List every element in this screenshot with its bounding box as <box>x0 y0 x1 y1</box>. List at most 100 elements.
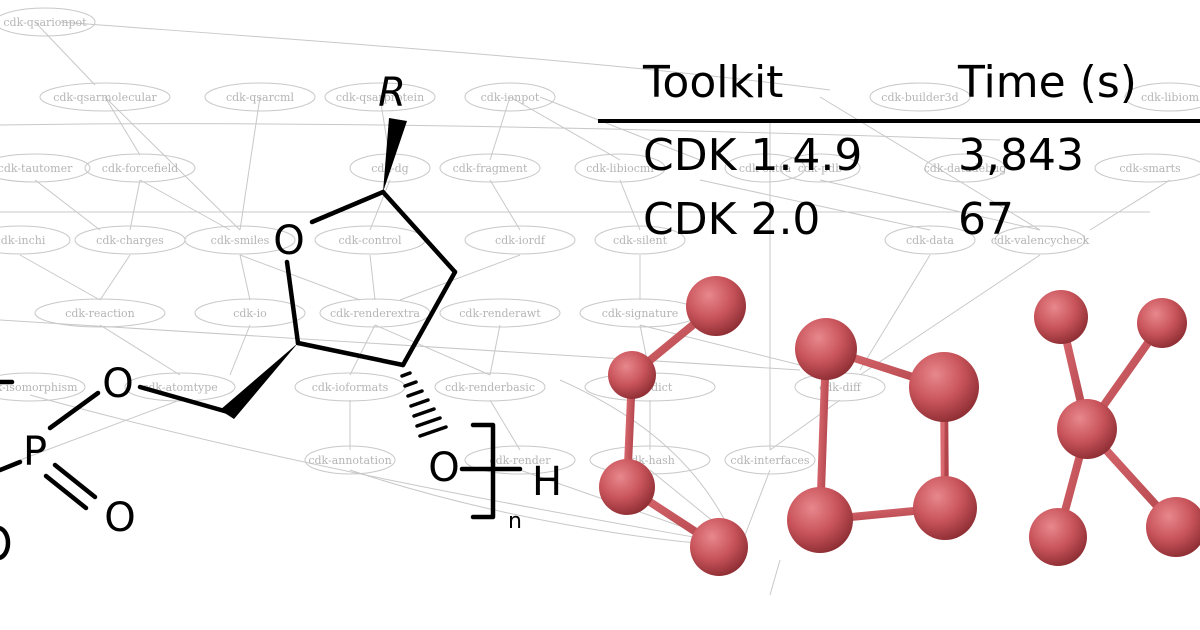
ball-and-stick-models <box>599 276 1200 576</box>
dependency-node-label: cdk-io <box>233 307 267 320</box>
dependency-node-outline <box>0 372 86 402</box>
dependency-node-outline <box>204 82 316 112</box>
atom-ball <box>795 318 857 380</box>
dependency-node-outline <box>39 82 171 112</box>
dependency-node-label: cdk-iordf <box>495 234 546 247</box>
dependency-node-outline <box>724 445 816 475</box>
atom-ball <box>1057 399 1117 459</box>
dependency-node-outline <box>994 225 1086 255</box>
atom-ball <box>608 351 656 399</box>
atom-ball <box>909 352 979 422</box>
dependency-node-outline <box>34 298 166 328</box>
dependency-node-label: cdk-qsarprotein <box>336 91 424 104</box>
dependency-node-outline <box>869 82 971 112</box>
hydrogen-label: H <box>532 459 562 505</box>
dependency-node-outline <box>194 298 306 328</box>
timing-table: Toolkit Time (s) CDK 1.4.9 3,843 CDK 2.0… <box>598 57 1200 245</box>
dependency-node-label: cdk-smarts <box>1119 162 1181 175</box>
phosphate-oxygen-label: O <box>104 495 135 541</box>
dependency-node-outline <box>779 153 861 183</box>
atom-ball <box>686 276 746 336</box>
atom-ball <box>1146 497 1200 557</box>
dependency-node-outline <box>464 82 556 112</box>
dependency-node-outline <box>924 153 1006 183</box>
partial-oxygen-glyph <box>0 525 11 561</box>
dependency-node-outline <box>434 372 546 402</box>
dependency-node-label: cdk-signature <box>602 307 679 320</box>
atom-ball <box>787 487 853 553</box>
dependency-node-label: cdk-inchi <box>0 234 46 247</box>
dependency-node-label: cdk-smiles <box>211 234 270 247</box>
dependency-node-label: cdk-renderbasic <box>445 381 535 394</box>
table-header-time: Time (s) <box>957 57 1137 108</box>
dependency-node-label: cdk-charges <box>96 234 164 247</box>
dependency-node-label: cdk-extra <box>739 162 792 175</box>
dependency-node-label: cdk-interfaces <box>730 454 809 467</box>
dependency-node-outline <box>464 225 576 255</box>
atom-ball <box>913 476 977 540</box>
dependency-node-label: cdk-libiocml <box>586 162 654 175</box>
dependency-node-outline <box>594 225 686 255</box>
dependency-node-label: cdk-render <box>489 454 551 467</box>
dependency-node-outline <box>0 225 71 255</box>
dependency-node-label: cdk-data <box>906 234 954 247</box>
dependency-node-label: cdk-valencycheck <box>991 234 1090 247</box>
dependency-node-label: cdk-pdb <box>798 162 843 175</box>
ester-oxygen-label: O <box>102 361 133 407</box>
atom-ball <box>599 459 655 515</box>
dependency-node-label: cdk-forcefield <box>102 162 178 175</box>
dependency-node-outline <box>0 153 91 183</box>
dependency-node-label: cdk-fragment <box>453 162 528 175</box>
hydroxyl-oxygen-label: O <box>428 445 459 491</box>
atom-ball <box>690 518 748 576</box>
dependency-node-label: cdk-isomorphism <box>0 381 78 394</box>
dependency-node-label: cdk-ionpot <box>481 91 540 104</box>
dependency-node-outline <box>184 225 296 255</box>
dependency-node-outline <box>84 153 196 183</box>
nucleotide-structure: R O O O H n P O <box>0 70 562 561</box>
dependency-node-label: cdk-ioformats <box>312 381 389 394</box>
dependency-graph: cdk-qsarionpot cdk-qsarmolecular cdk-qsarc… <box>0 7 1200 596</box>
dependency-node-label: cdk-control <box>338 234 402 247</box>
atom-ball <box>1137 298 1187 348</box>
ring-oxygen-label: O <box>273 218 304 264</box>
table-row-toolkit: CDK 2.0 <box>643 194 820 245</box>
dependency-node-outline <box>304 445 396 475</box>
dependency-node-label: cdk-qsarionpot <box>3 16 87 29</box>
atom-balls <box>599 276 1200 576</box>
dependency-node-label: cdk-reaction <box>65 307 135 320</box>
dependency-node-outline <box>439 153 541 183</box>
atom-ball <box>1029 508 1087 566</box>
dependency-node-outline <box>1094 153 1200 183</box>
dependency-node-outline <box>574 153 666 183</box>
dependency-node-label: cdk-tautomer <box>0 162 73 175</box>
dependency-node-label: cdk-diff <box>819 381 862 394</box>
dependency-node-label: cdk-datadebug <box>924 162 1007 175</box>
repeat-subscript-label: n <box>508 509 522 534</box>
dependency-node-outline <box>439 298 561 328</box>
table-row-toolkit: CDK 1.4.9 <box>643 130 862 181</box>
dependency-node-label: cdk-renderextra <box>330 307 420 320</box>
dependency-node-label: cdk-qsarcml <box>226 91 294 104</box>
dependency-node-outline <box>124 372 236 402</box>
table-header-toolkit: Toolkit <box>642 57 783 108</box>
dependency-node-outline <box>324 82 436 112</box>
dependency-node-outline <box>724 153 806 183</box>
dependency-node-label: cdk-qsarmolecular <box>53 91 157 104</box>
dependency-node-outline <box>884 225 976 255</box>
dependency-node-label: cdk-annotation <box>308 454 391 467</box>
table-row-time: 67 <box>958 194 1014 245</box>
dependency-node-label: cdk-builder3d <box>881 91 958 104</box>
dependency-node-outline <box>464 445 576 475</box>
dependency-nodes: cdk-qsarionpot cdk-qsarmolecular cdk-qsarc… <box>0 7 1200 475</box>
r-group-label: R <box>378 70 406 116</box>
dependency-node-label: cdk-libiom <box>1141 91 1200 104</box>
table-row-time: 3,843 <box>958 130 1084 181</box>
dependency-node-outline <box>0 7 96 37</box>
phosphorus-label: P <box>23 429 47 475</box>
dependency-node-label: cdk-renderawt <box>459 307 541 320</box>
dependency-node-outline <box>1124 82 1200 112</box>
atom-ball <box>1034 290 1088 344</box>
dependency-node-label: cdk-silent <box>613 234 668 247</box>
